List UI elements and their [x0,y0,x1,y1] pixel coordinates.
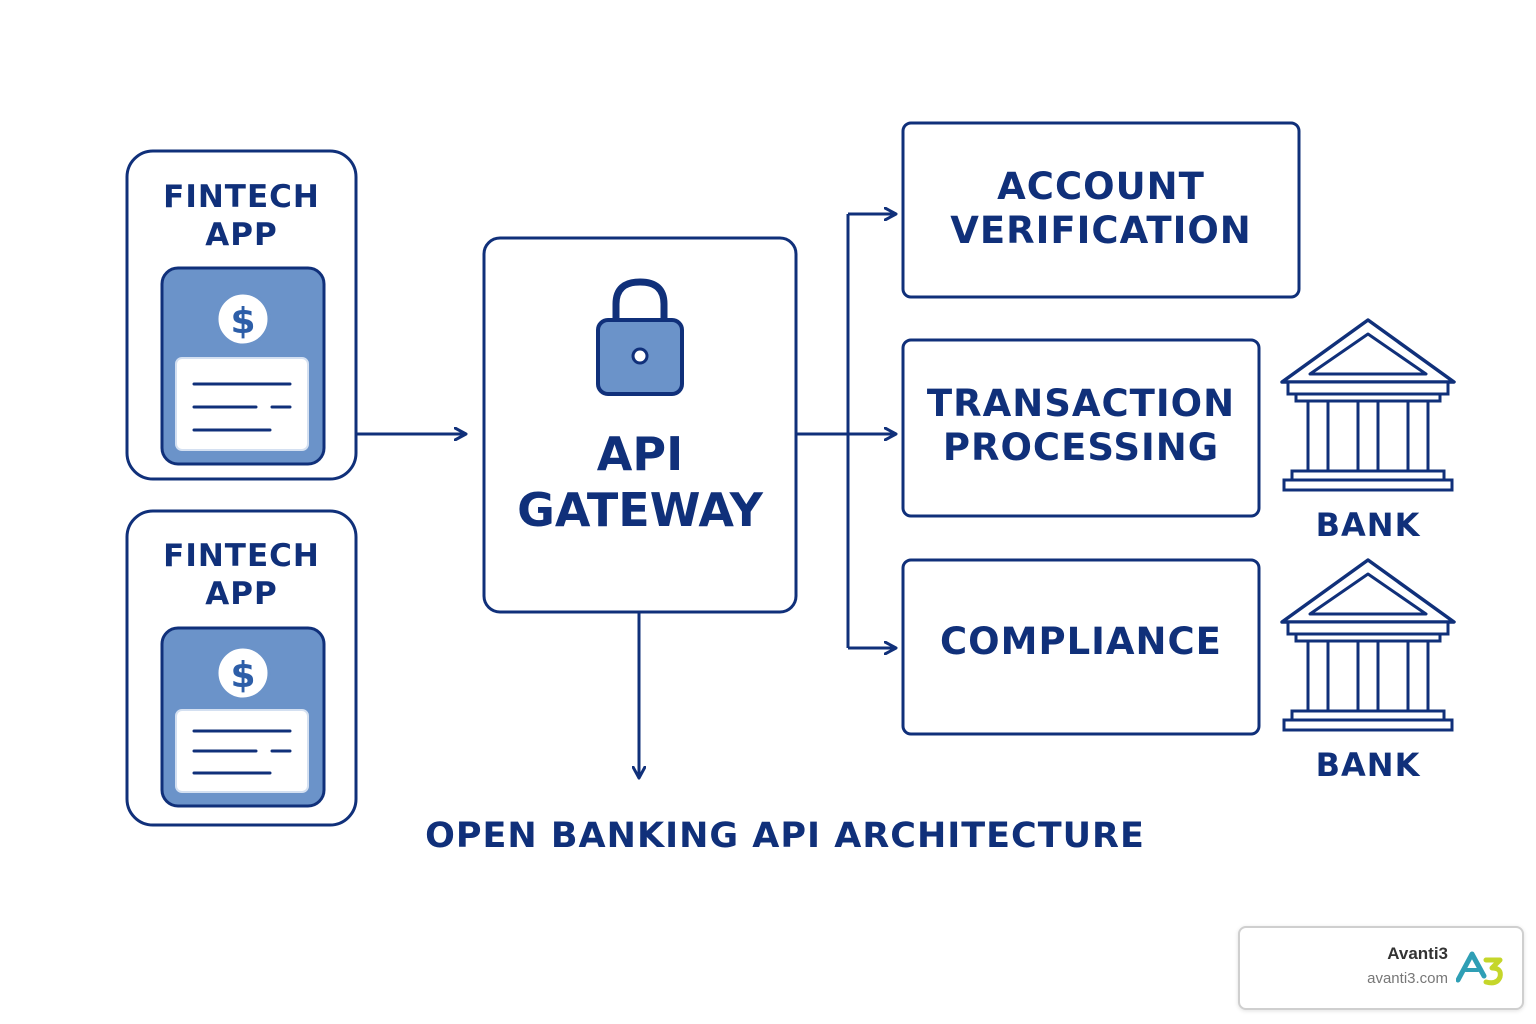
service-label-line2: PROCESSING [942,426,1220,469]
api-gateway-label-line1: API [596,427,684,481]
compliance-label: COMPLIANCE [903,620,1259,664]
receipt-lines-icon [175,357,309,451]
fintech-app-box-2: $ [125,509,358,827]
service-label-line1: TRANSACTION [926,382,1236,425]
api-gateway-label: API GATEWAY [484,426,796,538]
dollar-coin-icon: $ [215,291,271,347]
transaction-processing-box [901,338,1261,518]
padlock-icon [596,278,684,396]
badge-name: Avanti3 [1387,944,1448,963]
fintech-app-label: FINTECH APP [127,537,356,613]
fintech-app-label-line1: FINTECH [163,538,320,574]
fintech-app-label-line1: FINTECH [163,179,320,215]
bank-label: BANK [1315,506,1421,544]
service-label-line1: COMPLIANCE [940,620,1222,663]
bank-label: BANK [1315,746,1421,784]
svg-text:$: $ [230,655,255,696]
fintech-app-label-line2: APP [205,576,278,612]
compliance-box [901,558,1261,736]
fintech-app-label-line2: APP [205,217,278,253]
api-gateway-label-line2: GATEWAY [517,483,763,537]
avanti3-badge[interactable]: Avanti3 avanti3.com [1238,926,1524,1010]
api-gateway-box [482,236,798,614]
account-verification-box [901,121,1301,299]
bank-building-icon [1280,558,1456,732]
account-verification-label: ACCOUNT VERIFICATION [903,165,1299,253]
receipt-lines-icon [175,709,309,793]
service-label-line1: ACCOUNT [997,165,1205,208]
avanti3-logo-icon [1456,951,1503,986]
service-label-line2: VERIFICATION [950,209,1252,252]
diagram-title: OPEN BANKING API ARCHITECTURE [425,816,1145,856]
transaction-processing-label: TRANSACTION PROCESSING [903,382,1259,470]
dollar-coin-icon: $ [215,645,271,701]
bank-building-icon [1280,318,1456,492]
fintech-app-box-1: $ [125,149,358,481]
badge-url: avanti3.com [1367,970,1448,987]
fintech-app-label: FINTECH APP [127,178,356,254]
svg-text:$: $ [230,301,255,342]
fanout-connector [796,214,850,648]
